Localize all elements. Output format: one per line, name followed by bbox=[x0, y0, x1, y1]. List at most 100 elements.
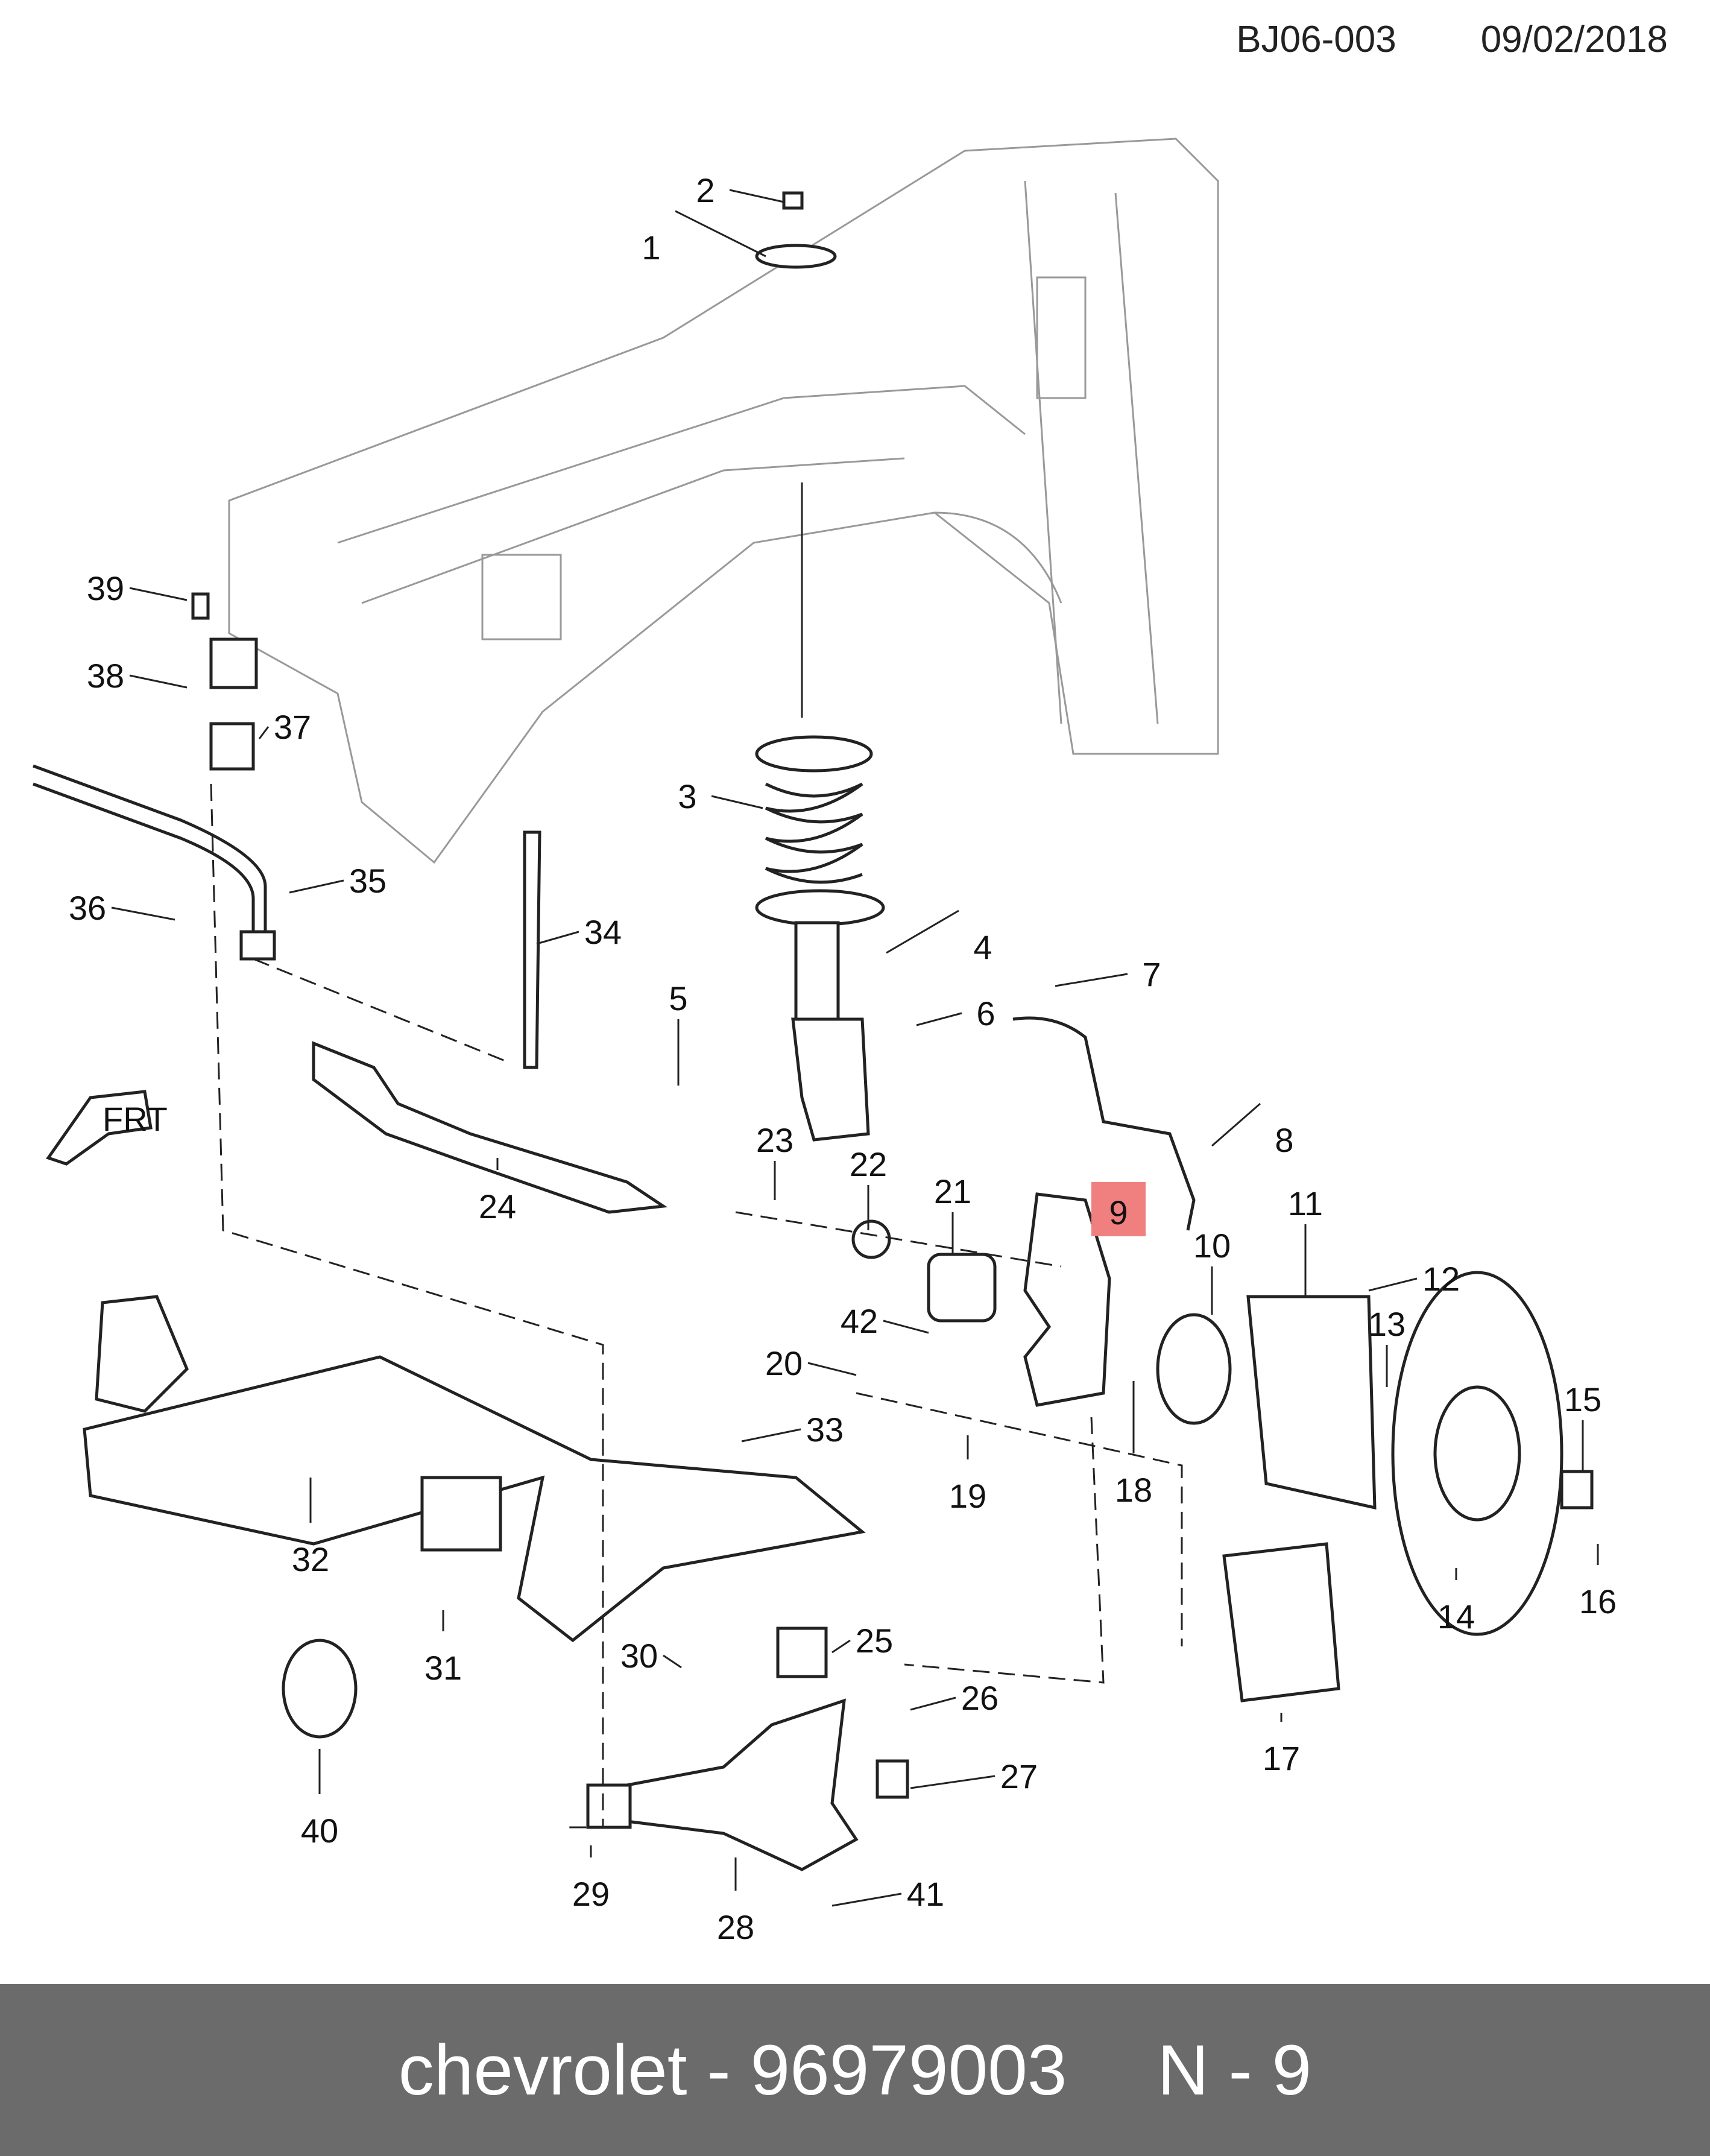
callout-leader bbox=[1368, 1277, 1418, 1292]
callout-41: 41 bbox=[831, 1875, 944, 1913]
callout-number: 3 bbox=[678, 777, 696, 815]
callout-30: 30 bbox=[620, 1637, 682, 1675]
callout-8: 8 bbox=[1211, 1102, 1294, 1159]
callout-leader bbox=[129, 674, 188, 689]
abs-sensor-wire bbox=[1012, 1016, 1196, 1231]
callout-42: 42 bbox=[841, 1302, 929, 1340]
callout-number: 26 bbox=[961, 1679, 999, 1717]
callout-number: 11 bbox=[1288, 1184, 1323, 1222]
callout-number: 40 bbox=[301, 1812, 338, 1850]
callout-6: 6 bbox=[916, 994, 995, 1032]
callout-number: 42 bbox=[841, 1302, 878, 1340]
callout-14: 14 bbox=[1437, 1568, 1475, 1636]
callout-number: 41 bbox=[907, 1875, 944, 1913]
callout-35: 35 bbox=[289, 862, 386, 900]
callout-number: 31 bbox=[424, 1649, 462, 1687]
callout-number: 38 bbox=[87, 657, 124, 695]
callout-leader bbox=[831, 1892, 902, 1907]
strut-top-parts bbox=[755, 191, 837, 718]
callout-leader bbox=[289, 879, 344, 894]
callout-number: 28 bbox=[717, 1908, 754, 1946]
callout-17: 17 bbox=[1263, 1713, 1300, 1777]
callout-leader bbox=[1055, 973, 1128, 987]
callout-leader bbox=[883, 1320, 929, 1334]
callout-leader bbox=[675, 210, 766, 258]
callout-16: 16 bbox=[1579, 1544, 1617, 1620]
stabilizer-bar bbox=[33, 592, 541, 1069]
callout-leader bbox=[910, 1775, 995, 1789]
callout-leader bbox=[807, 1362, 857, 1376]
callout-number: 21 bbox=[934, 1172, 971, 1210]
callout-number: 15 bbox=[1564, 1380, 1601, 1418]
callout-leader bbox=[711, 795, 763, 809]
callout-26: 26 bbox=[910, 1679, 999, 1717]
callout-number: 8 bbox=[1275, 1121, 1293, 1159]
callout-leader bbox=[910, 1696, 956, 1711]
callout-22: 22 bbox=[850, 1145, 887, 1230]
callout-number: 7 bbox=[1142, 955, 1161, 993]
callout-number: 19 bbox=[949, 1477, 986, 1515]
callout-number: 2 bbox=[696, 171, 715, 209]
page-footer: chevrolet - 96979003 N - 9 bbox=[0, 1984, 1710, 2156]
callout-38: 38 bbox=[87, 657, 188, 695]
callout-number: 12 bbox=[1422, 1260, 1460, 1298]
callout-25: 25 bbox=[831, 1622, 893, 1660]
callout-27: 27 bbox=[910, 1757, 1038, 1795]
callout-number: 23 bbox=[756, 1121, 793, 1159]
callout-12: 12 bbox=[1368, 1260, 1460, 1298]
callout-number: 1 bbox=[642, 229, 660, 267]
callout-18: 18 bbox=[1115, 1381, 1152, 1509]
callout-32: 32 bbox=[292, 1478, 329, 1578]
callout-29: 29 bbox=[572, 1845, 610, 1913]
callout-number: 33 bbox=[806, 1411, 844, 1449]
callout-leader bbox=[831, 1639, 851, 1654]
callout-4: 4 bbox=[886, 909, 992, 966]
callout-number: 20 bbox=[765, 1344, 803, 1382]
callout-number: 24 bbox=[479, 1187, 516, 1225]
callout-1: 1 bbox=[642, 210, 766, 267]
callout-number: 30 bbox=[620, 1637, 658, 1675]
callout-number: 13 bbox=[1368, 1305, 1406, 1343]
callout-number: 6 bbox=[976, 994, 995, 1032]
callout-leader bbox=[741, 1428, 801, 1443]
callout-39: 39 bbox=[87, 569, 188, 607]
callout-number: 5 bbox=[669, 979, 687, 1017]
callout-number: 36 bbox=[69, 889, 106, 927]
callout-number: 4 bbox=[973, 928, 992, 966]
diagram-code: BJ06-003 bbox=[1236, 19, 1396, 60]
callout-number: 35 bbox=[349, 862, 386, 900]
callout-number: 17 bbox=[1263, 1739, 1300, 1777]
page-header: BJ06-003 09/02/2018 bbox=[1236, 18, 1668, 72]
callout-leader bbox=[916, 1012, 962, 1026]
callout-20: 20 bbox=[765, 1344, 857, 1382]
callout-number: 32 bbox=[292, 1540, 329, 1578]
callout-9: 9 bbox=[1090, 1182, 1146, 1236]
callout-3: 3 bbox=[678, 777, 763, 815]
callout-number: 9 bbox=[1109, 1193, 1128, 1231]
diagram-date: 09/02/2018 bbox=[1480, 19, 1668, 60]
callout-number: 18 bbox=[1115, 1471, 1152, 1509]
callout-number: 22 bbox=[850, 1145, 887, 1183]
callout-21: 21 bbox=[934, 1172, 971, 1254]
callout-31: 31 bbox=[424, 1610, 462, 1687]
callout-number: 27 bbox=[1000, 1757, 1038, 1795]
callout-2: 2 bbox=[696, 171, 784, 209]
callout-34: 34 bbox=[536, 913, 622, 951]
callout-10: 10 bbox=[1193, 1227, 1231, 1315]
callout-23: 23 bbox=[756, 1121, 793, 1200]
callout-number: 14 bbox=[1437, 1598, 1475, 1636]
body-frame-illustration bbox=[228, 138, 1219, 864]
svg-text:FRT: FRT bbox=[103, 1100, 168, 1138]
knuckle-hub-rotor bbox=[851, 1192, 1594, 1702]
callout-37: 37 bbox=[258, 708, 311, 746]
relation-lines bbox=[210, 783, 1183, 1829]
callout-leader bbox=[258, 726, 270, 739]
callout-leader bbox=[886, 909, 959, 954]
callout-19: 19 bbox=[949, 1435, 986, 1515]
callout-number: 25 bbox=[856, 1622, 893, 1660]
footer-page: N - 9 bbox=[1157, 2030, 1312, 2110]
front-direction-arrow: FRT bbox=[46, 1090, 168, 1166]
callout-33: 33 bbox=[741, 1411, 844, 1449]
